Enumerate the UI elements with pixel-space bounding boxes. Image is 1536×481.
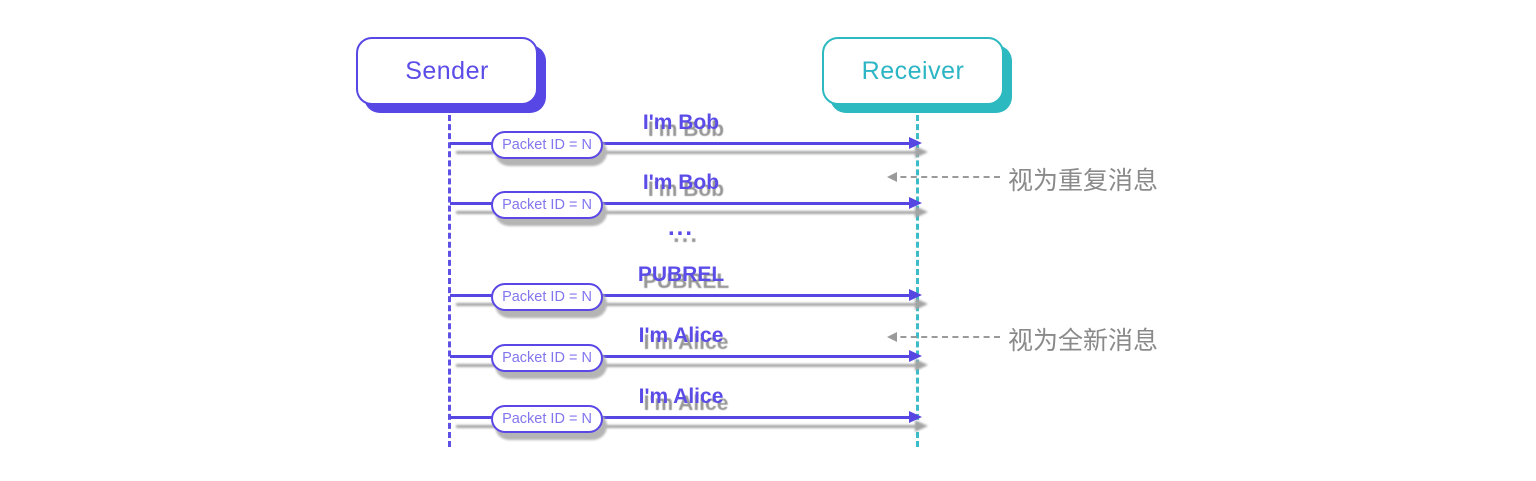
packet-id-badge-label: Packet ID = N: [502, 411, 592, 427]
packet-id-badge: Packet ID = N: [491, 405, 603, 433]
message-label: I'm Bob: [642, 171, 720, 194]
annotation-dashed-arrow: [887, 171, 1000, 182]
actor-receiver: Receiver: [822, 37, 1004, 105]
annotation-text: 视为全新消息: [1008, 327, 1159, 355]
message-arrow: [450, 137, 922, 149]
annotation-text: 视为重复消息: [1008, 167, 1159, 195]
packet-id-badge-label: Packet ID = N: [502, 137, 592, 153]
sender-lifeline: [448, 106, 451, 447]
message-arrow: [450, 411, 922, 423]
message-arrow: [450, 197, 922, 209]
arrowhead-right-icon: [909, 350, 922, 362]
arrowhead-right-icon: [909, 197, 922, 209]
packet-id-badge-label: Packet ID = N: [502, 197, 592, 213]
message-label: I'm Alice: [638, 385, 724, 408]
message-arrow: [450, 350, 922, 362]
actor-receiver-label: Receiver: [861, 56, 965, 85]
receiver-lifeline: [916, 106, 919, 447]
message-label: I'm Alice: [638, 324, 724, 347]
message-arrow: [450, 289, 922, 301]
packet-id-badge: Packet ID = N: [491, 283, 603, 311]
arrowhead-left-icon: [887, 171, 897, 182]
message-label: PUBREL: [637, 263, 725, 286]
arrowhead-right-icon: [909, 289, 922, 301]
message-label: I'm Bob: [642, 111, 720, 134]
packet-id-badge: Packet ID = N: [491, 344, 603, 372]
annotation-dashed-arrow: [887, 331, 1000, 342]
packet-id-badge-label: Packet ID = N: [502, 350, 592, 366]
arrowhead-right-icon: [909, 137, 922, 149]
arrowhead-left-icon: [887, 331, 897, 342]
packet-id-badge-label: Packet ID = N: [502, 289, 592, 305]
packet-id-badge: Packet ID = N: [491, 191, 603, 219]
ellipsis-label: ...: [667, 214, 694, 241]
actor-sender-label: Sender: [405, 56, 489, 85]
actor-sender: Sender: [356, 37, 538, 105]
packet-id-badge: Packet ID = N: [491, 131, 603, 159]
arrowhead-right-icon: [909, 411, 922, 423]
